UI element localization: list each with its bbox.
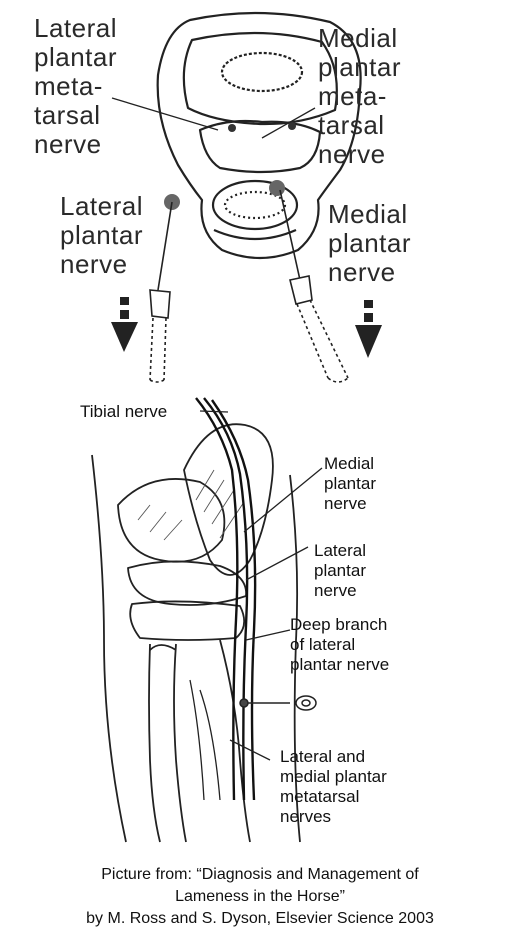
- label-lateral-plantar-nerve: Lateral plantar nerve: [314, 541, 366, 600]
- caption-line-2: Lameness in the Horse”: [175, 888, 345, 905]
- label-medial-plantar-metatarsal-nerve: Medial plantar meta- tarsal nerve: [318, 23, 401, 169]
- label-lateral-plantar-metatarsal-nerve: Lateral plantar meta- tarsal nerve: [34, 13, 117, 159]
- caption-line-3: by M. Ross and S. Dyson, Elsevier Scienc…: [86, 910, 434, 927]
- cross-section-illustration: [111, 11, 382, 383]
- label-medial-plantar-nerve: Medial plantar nerve: [324, 454, 376, 513]
- caption-line-1: Picture from: “Diagnosis and Management …: [101, 866, 419, 883]
- label-tibial-nerve: Tibial nerve: [80, 402, 168, 421]
- label-medial-plantar-nerve-top: Medial plantar nerve: [328, 199, 411, 287]
- label-deep-branch-lateral-plantar-nerve: Deep branch of lateral plantar nerve: [290, 615, 390, 674]
- label-plantar-metatarsal-nerves: Lateral and medial plantar metatarsal ne…: [280, 747, 387, 826]
- label-lateral-plantar-nerve-top: Lateral plantar nerve: [60, 191, 143, 279]
